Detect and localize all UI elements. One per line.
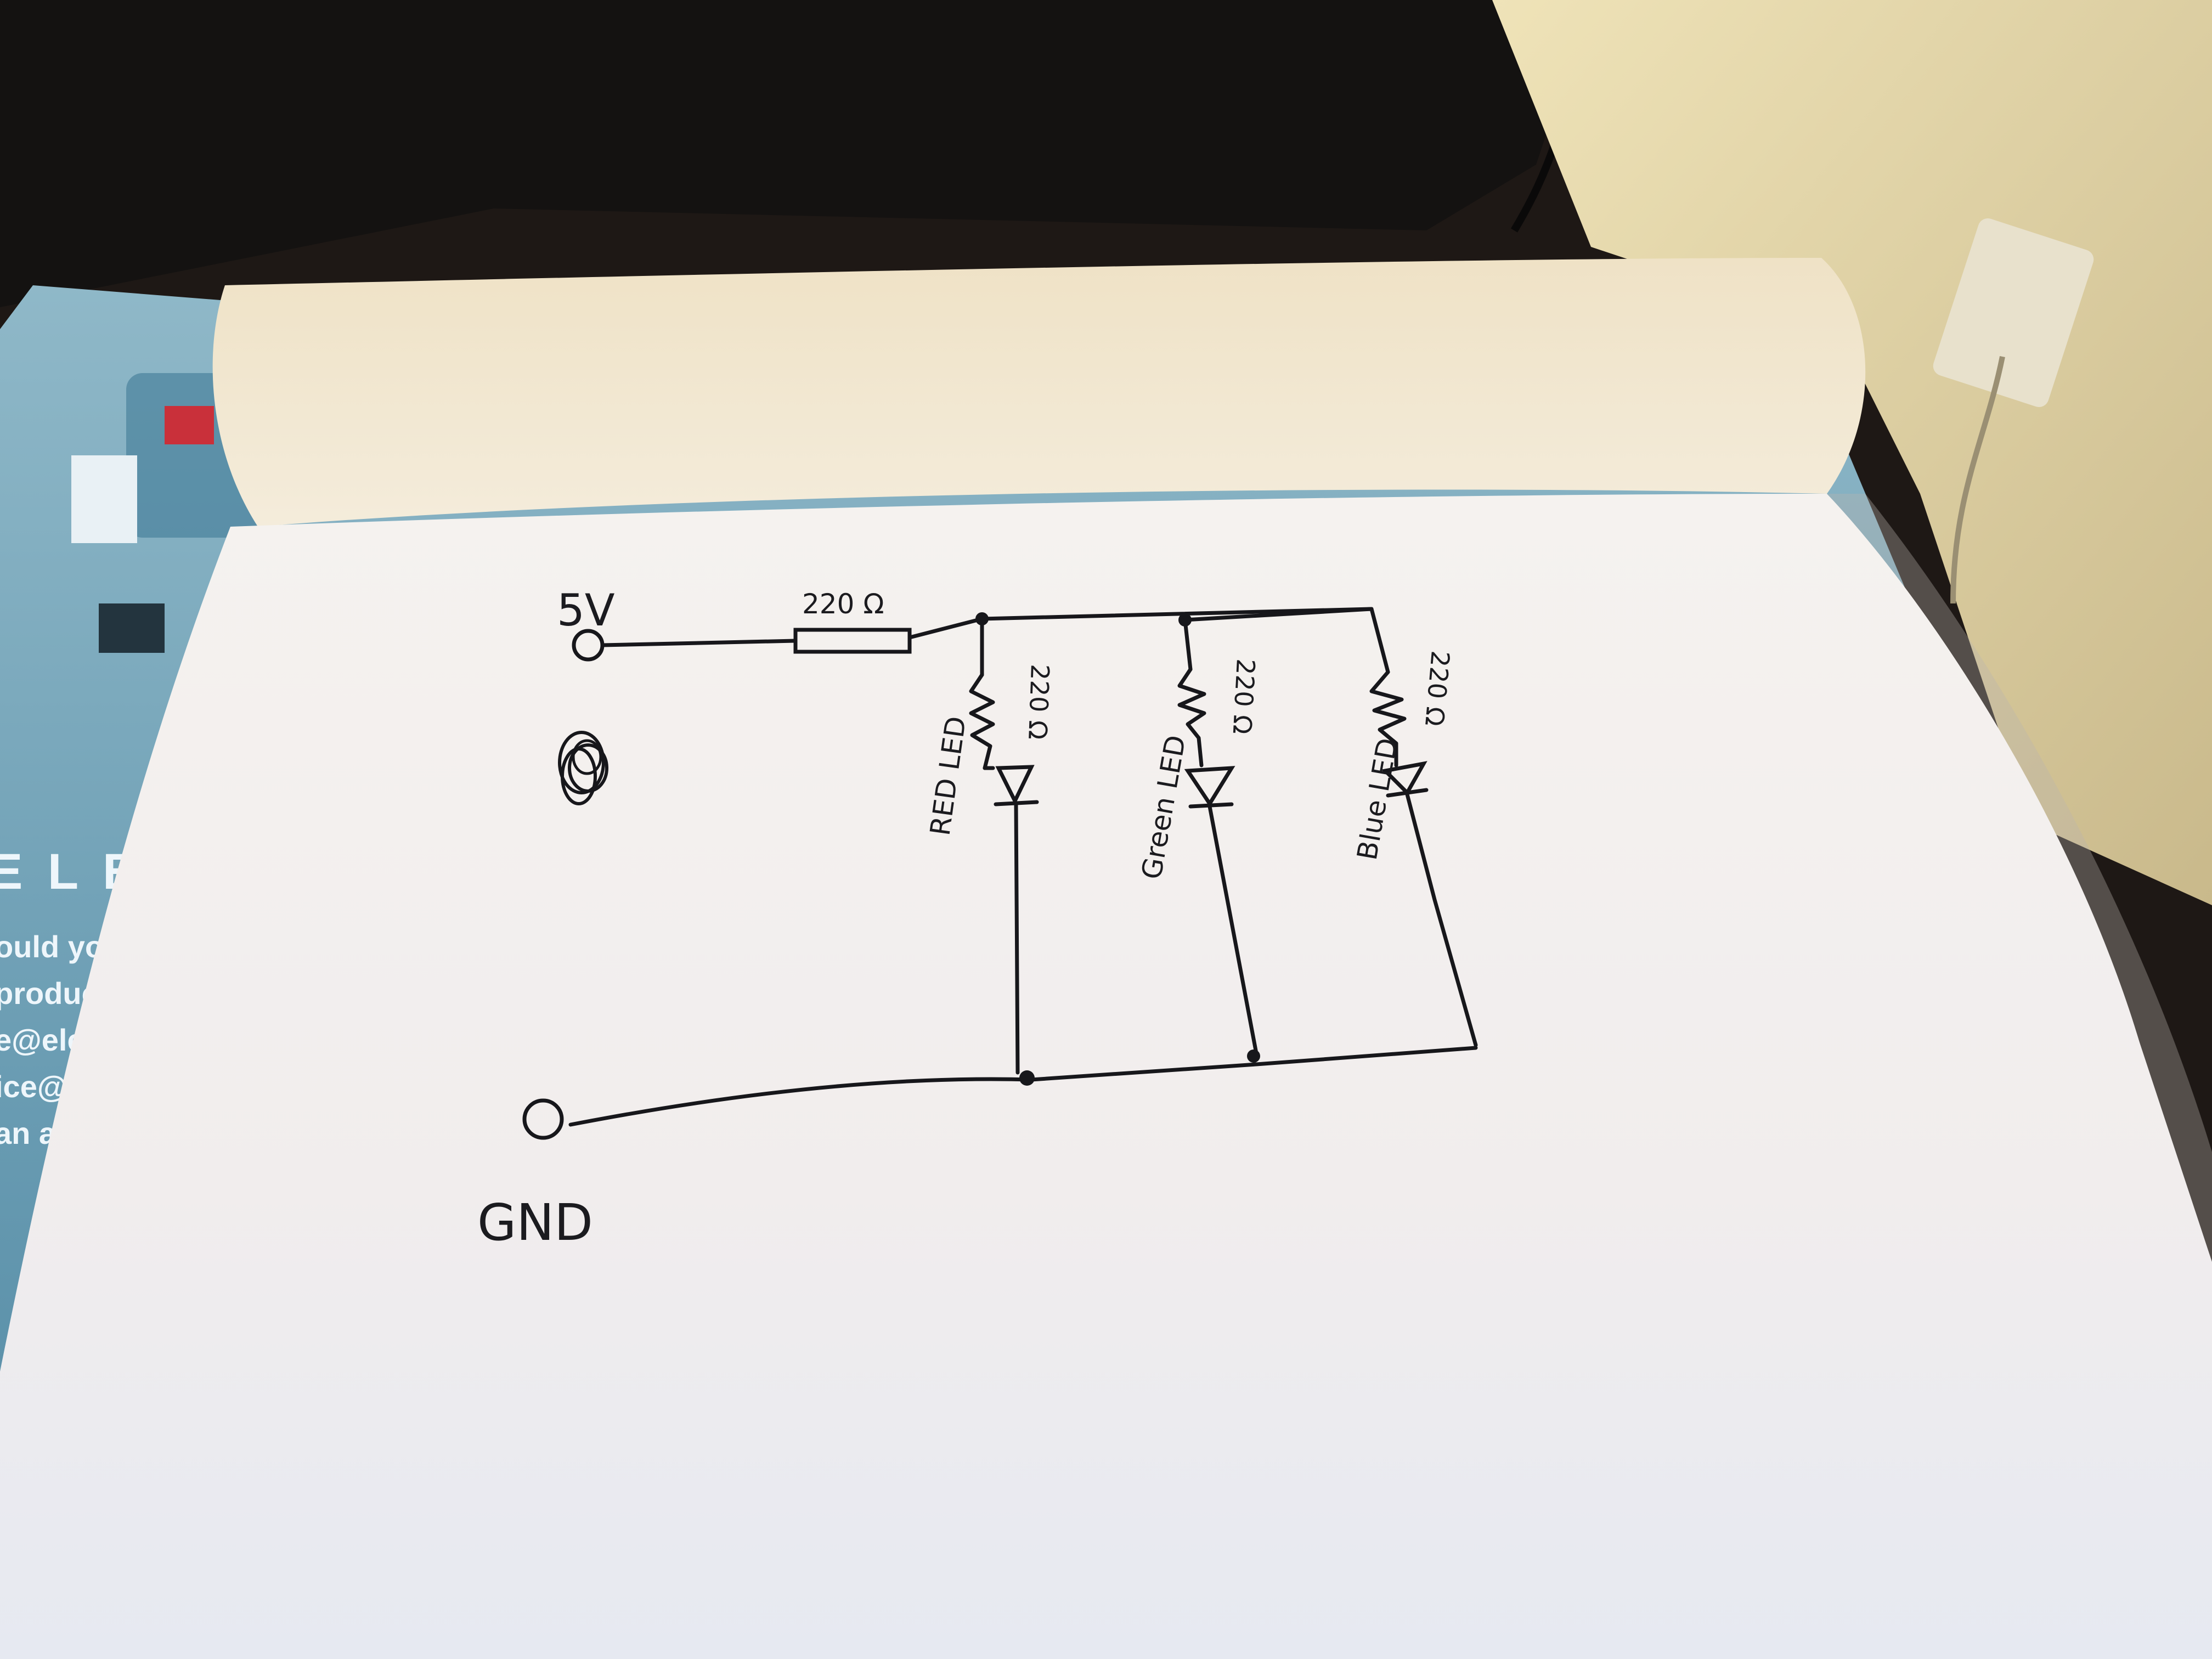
led-triangle [1381, 761, 1427, 796]
junction-dot [1019, 1070, 1035, 1086]
wall [1492, 0, 2212, 905]
box-text-line: e@ele [0, 1023, 84, 1057]
supply-wire [600, 639, 798, 647]
series-resistor-label: 220 Ω [802, 588, 884, 620]
outlet-cord [1950, 356, 2005, 604]
ground-label: GND [477, 1193, 593, 1252]
supply-label: 5V [557, 585, 615, 636]
crossed-out-scribble [558, 731, 608, 805]
branch-wire [1183, 618, 1193, 672]
box-chip-dark [99, 603, 165, 653]
branch-wire [1207, 804, 1259, 1056]
monitor-stand [0, 0, 1591, 307]
junction-dot [1247, 1049, 1260, 1063]
branch-resistor [1177, 667, 1206, 768]
ground-terminal [522, 1098, 564, 1140]
box-chip-red [165, 406, 214, 444]
branch-resistor [969, 673, 995, 770]
resistor-label-red: 220 Ω [1023, 664, 1055, 740]
branch-resistor [1369, 670, 1407, 768]
notebook-top-page [212, 258, 1866, 527]
branch-wire [1405, 792, 1478, 1047]
circuit-diagram: 5V 220 Ω RED LED 220 Ω [477, 585, 1478, 1252]
resistor-label-blue: 220 Ω [1419, 650, 1455, 727]
wall-outlet [1933, 218, 2094, 407]
resistor-label-green: 220 Ω [1227, 658, 1261, 735]
branch-wire [1183, 607, 1390, 674]
led-triangle [995, 765, 1035, 805]
box-chip-white [71, 455, 137, 543]
led-triangle [1184, 766, 1235, 808]
bottom-rail-wire [568, 1046, 1478, 1127]
series-resistor [793, 628, 912, 654]
branch-wire [1014, 802, 1020, 1075]
